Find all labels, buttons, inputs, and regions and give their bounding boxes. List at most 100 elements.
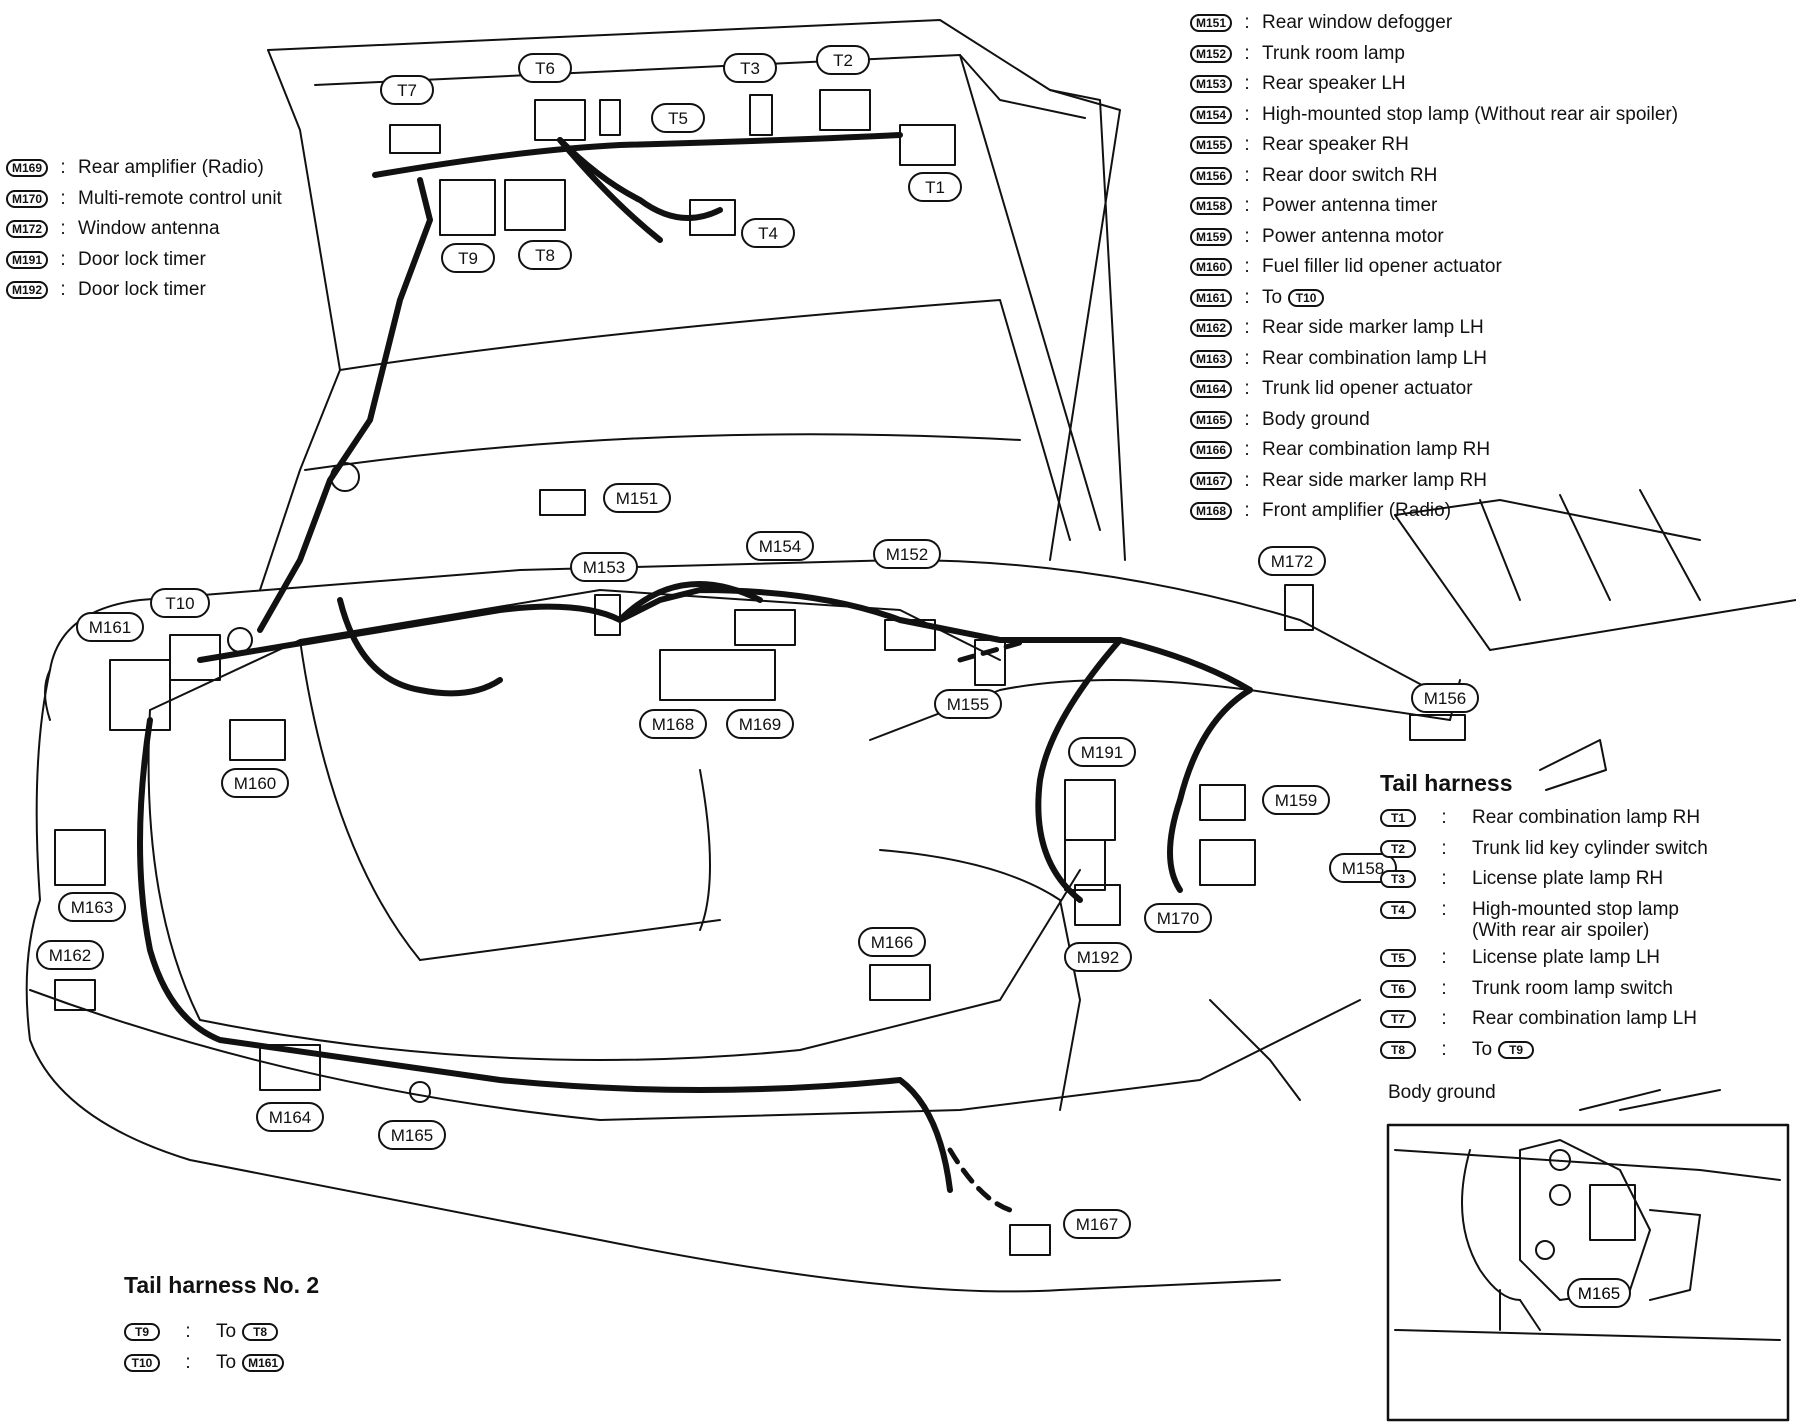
connector-badge: M164 <box>1190 380 1233 399</box>
svg-text:M172: M172 <box>1271 552 1314 571</box>
legend-row: M152:Trunk room lamp <box>1190 39 1678 70</box>
callout-t9: T9 <box>441 243 495 273</box>
callout-t1: T1 <box>908 172 962 202</box>
svg-text:T2: T2 <box>833 51 853 70</box>
legend-description: Power antenna timer <box>1262 195 1438 216</box>
legend-description: Trunk room lamp <box>1262 42 1405 64</box>
connector-badge: T6 <box>1380 979 1416 998</box>
connector-badge: M191 <box>6 250 49 269</box>
svg-text:M167: M167 <box>1076 1215 1119 1234</box>
legend-description: Trunk room lamp switch <box>1472 977 1673 999</box>
legend-row: M172:Window antenna <box>6 214 282 245</box>
callout-m166: M166 <box>858 927 926 957</box>
connector-badge: T8 <box>1380 1040 1416 1059</box>
connector-badge: M169 <box>6 159 49 178</box>
connector-badge: M158 <box>1190 197 1233 216</box>
svg-text:M165: M165 <box>1578 1284 1621 1303</box>
svg-text:M156: M156 <box>1424 689 1467 708</box>
svg-text:M154: M154 <box>759 537 802 556</box>
connector-badge: M160 <box>1190 258 1233 277</box>
reference-badge: M161 <box>242 1353 285 1372</box>
callout-m170: M170 <box>1144 903 1212 933</box>
svg-text:T9: T9 <box>458 249 478 268</box>
svg-text:M170: M170 <box>1157 909 1200 928</box>
callout-m159: M159 <box>1262 785 1330 815</box>
legend-description: Door lock timer <box>78 279 206 300</box>
legend-row: T5:License plate lamp LH <box>1380 943 1708 974</box>
callout-t8: T8 <box>518 240 572 270</box>
svg-text:T7: T7 <box>397 81 417 100</box>
callout-t6: T6 <box>518 53 572 83</box>
callout-m156: M156 <box>1411 683 1479 713</box>
legend-row: T7:Rear combination lamp LH <box>1380 1004 1708 1035</box>
legend-row: M155:Rear speaker RH <box>1190 130 1678 161</box>
legend-description: Rear combination lamp RH <box>1262 439 1491 460</box>
connector-badge: T3 <box>1380 870 1416 889</box>
body-ground-inset <box>1386 1089 1790 1422</box>
svg-text:M158: M158 <box>1342 859 1385 878</box>
legend-description: To <box>216 1351 237 1373</box>
reference-badge: T8 <box>242 1323 279 1342</box>
tail-harness-title: Tail harness <box>1380 770 1513 796</box>
connector-badge: M168 <box>1190 502 1233 521</box>
callout-t5: T5 <box>651 103 705 133</box>
legend-description: Window antenna <box>78 218 220 239</box>
callout-m151: M151 <box>603 483 671 513</box>
legend-row: M192:Door lock timer <box>6 275 282 306</box>
legend-row: M191:Door lock timer <box>6 245 282 276</box>
svg-text:M153: M153 <box>583 558 626 577</box>
callout-m168: M168 <box>639 709 707 739</box>
connector-badge: T7 <box>1380 1010 1416 1029</box>
svg-text:T8: T8 <box>535 246 555 265</box>
connector-badge: M163 <box>1190 349 1233 368</box>
connector-badge: T9 <box>124 1323 160 1342</box>
legend-description: Door lock timer <box>78 248 206 270</box>
connector-badge: M151 <box>1190 14 1233 33</box>
callout-t4: T4 <box>741 218 795 248</box>
legend-row: T3:License plate lamp RH <box>1380 864 1708 895</box>
callout-t7: T7 <box>380 75 434 105</box>
legend-row: M166:Rear combination lamp RH <box>1190 435 1678 466</box>
legend-description: Multi-remote control unit <box>78 187 282 209</box>
legend-row: T2:Trunk lid key cylinder switch <box>1380 834 1708 865</box>
callout-m167: M167 <box>1063 1209 1131 1239</box>
svg-text:M152: M152 <box>886 545 929 564</box>
svg-text:M161: M161 <box>89 618 132 637</box>
legend-description: Trunk lid opener actuator <box>1262 378 1473 399</box>
legend-row: M156:Rear door switch RH <box>1190 161 1678 192</box>
reference-badge: T10 <box>1288 288 1325 307</box>
connector-badge: M159 <box>1190 227 1233 246</box>
legend-row: M169:Rear amplifier (Radio) <box>6 153 282 184</box>
connector-badge: M172 <box>6 220 49 239</box>
legend-description: Rear combination lamp LH <box>1262 347 1487 369</box>
svg-text:M166: M166 <box>871 933 914 952</box>
harness-wires <box>137 132 1253 1193</box>
legend-description: Rear combination lamp RH <box>1472 807 1701 828</box>
callout-m152: M152 <box>873 539 941 569</box>
legend-description: High-mounted stop lamp (Without rear air… <box>1262 103 1679 125</box>
connector-badge: M155 <box>1190 136 1233 155</box>
callout-m154: M154 <box>746 531 814 561</box>
svg-text:T4: T4 <box>758 224 778 243</box>
callout-m172: M172 <box>1258 546 1326 576</box>
legend-row: M154:High-mounted stop lamp (Without rea… <box>1190 100 1678 131</box>
svg-text:M165: M165 <box>391 1126 434 1145</box>
legend-description: Rear side marker lamp RH <box>1262 469 1487 491</box>
callout-m162: M162 <box>36 940 104 970</box>
connector-badge: M154 <box>1190 105 1233 124</box>
svg-text:T10: T10 <box>165 594 194 613</box>
legend-row: M159:Power antenna motor <box>1190 222 1678 253</box>
svg-text:M155: M155 <box>947 695 990 714</box>
callout-m161: M161 <box>76 612 144 642</box>
right-legend: M151:Rear window defogger M152:Trunk roo… <box>1190 8 1678 527</box>
legend-row: M151:Rear window defogger <box>1190 8 1678 39</box>
svg-text:M163: M163 <box>71 898 114 917</box>
connectors <box>54 89 1466 1256</box>
legend-row: M167:Rear side marker lamp RH <box>1190 466 1678 497</box>
legend-description: License plate lamp LH <box>1472 947 1660 968</box>
